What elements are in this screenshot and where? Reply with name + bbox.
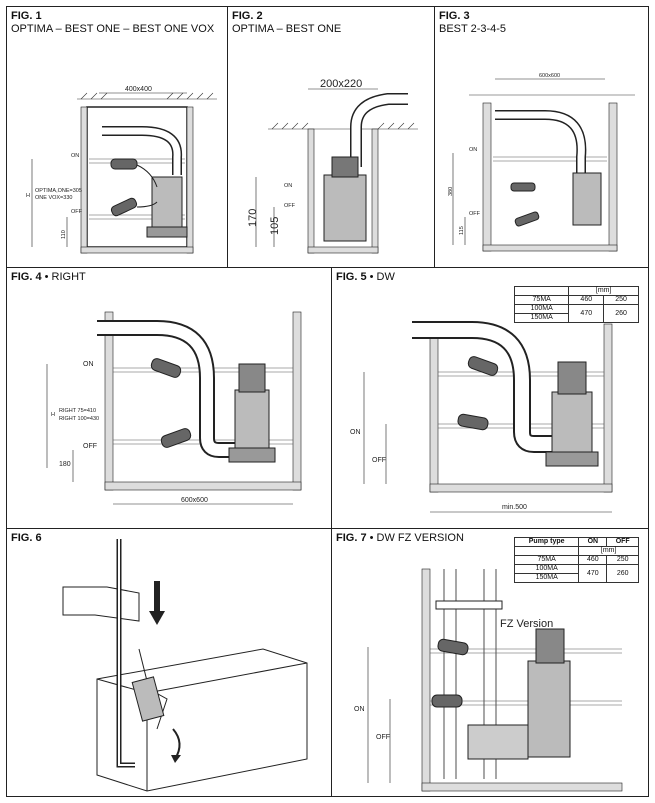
fig4-panel: ON OFF H RIGHT 75=410 RIGHT 100=430 180 … [6, 267, 332, 529]
fig2-caption: FIG. 2 OPTIMA – BEST ONE [232, 10, 341, 36]
fig5-row1-on: 460 [568, 295, 605, 305]
fig3-subtitle: BEST 2-3-4-5 [439, 23, 507, 35]
fig5-row2-off: 260 [603, 304, 639, 323]
fig2-subtitle: OPTIMA – BEST ONE [232, 23, 342, 35]
fig7-row2-off: 260 [606, 564, 639, 583]
fig4-on-label: ON [83, 361, 94, 368]
fig5-row3-type: 150MA [513, 313, 570, 323]
fig2-on-label: ON [284, 183, 292, 189]
fig5-off-label: OFF [372, 457, 386, 464]
fig5-drawing: ON OFF min.500 [350, 321, 613, 513]
fig1-dim-top: 400x400 [125, 86, 152, 93]
fig1-panel: 400x400 ON OFF H OPTIMA,ONE=305 ONE VOX=… [6, 6, 228, 268]
fig3-off-label: OFF [469, 211, 481, 217]
fig1-drawing: 400x400 ON OFF H OPTIMA,ONE=305 ONE VOX=… [26, 86, 217, 254]
fig1-on-label: ON [71, 153, 79, 159]
fig2-off-label: OFF [284, 203, 296, 209]
fig4-dim-low: 180 [59, 461, 71, 468]
fig5-subtitle: • DW [366, 271, 395, 283]
fig2-panel: 200x220 ON OFF 170 105 FIG. 2 OPTIMA – B… [227, 6, 435, 268]
fig5-table-unit: [mm] [568, 286, 639, 296]
fig5-row1-off: 250 [603, 295, 639, 305]
fig3-dim-top: 600x600 [539, 73, 560, 79]
fig7-row2-on: 470 [578, 564, 608, 583]
fig7-th-on: ON [578, 537, 608, 547]
fig1-caption: FIG. 1 OPTIMA – BEST ONE – BEST ONE VOX [11, 10, 214, 36]
fig1-dim-low: 110 [61, 230, 67, 239]
fig2-dim-top: 200x220 [320, 78, 362, 90]
fig5-on-label: ON [350, 429, 361, 436]
fig5-row2-type: 100MA [513, 304, 570, 314]
fig3-on-label: ON [469, 147, 477, 153]
fig4-drawing: ON OFF H RIGHT 75=410 RIGHT 100=430 180 … [46, 311, 302, 505]
fig1-h-line1: OPTIMA,ONE=305 [35, 188, 82, 194]
fig7-number: FIG. 7 [336, 532, 367, 544]
fig3-dim-a: 380 [448, 187, 454, 196]
fig6-caption: FIG. 6 [11, 532, 42, 545]
fig4-number: FIG. 4 [11, 271, 42, 283]
fig7-subtitle: • DW FZ VERSION [366, 532, 464, 544]
fig2-number: FIG. 2 [232, 10, 263, 22]
fig7-caption: FIG. 7 • DW FZ VERSION [336, 532, 464, 545]
fig1-off-label: OFF [71, 209, 83, 215]
fig5-caption: FIG. 5 • DW [336, 271, 395, 284]
fig2-drawing: 200x220 ON OFF 170 105 [247, 78, 418, 254]
fig3-panel: 600x600 ON OFF 380 115 FIG. 3 BEST 2-3-4… [434, 6, 649, 268]
fig1-number: FIG. 1 [11, 10, 42, 22]
fig7-row1-off: 250 [606, 555, 639, 565]
fig3-dim-b: 115 [459, 226, 465, 235]
fig7-row1-on: 460 [578, 555, 608, 565]
fig2-dim-b: 105 [269, 217, 281, 235]
fig3-drawing: 600x600 ON OFF 380 115 [448, 73, 635, 252]
fig5-row2-on: 470 [568, 304, 605, 323]
fig5-number: FIG. 5 [336, 271, 367, 283]
fig7-on-label: ON [354, 706, 365, 713]
fig7-panel: FZ Version ON OFF FIG. 7 • DW FZ VERSION… [331, 528, 649, 797]
fig5-row1-type: 75MA [513, 295, 570, 305]
fig4-h-label: H [51, 412, 55, 418]
fig7-drawing: FZ Version ON OFF [354, 568, 623, 792]
fig7-th-off: OFF [606, 537, 639, 547]
fig7-th-type: Pump type [513, 537, 580, 547]
fig4-dim-bottom: 600x600 [181, 497, 208, 504]
fig3-number: FIG. 3 [439, 10, 470, 22]
fig6-drawing [62, 539, 308, 792]
fig5-dim-bottom: min.500 [502, 504, 527, 511]
fig4-h-line2: RIGHT 100=430 [59, 416, 99, 422]
fig1-h-label: H [26, 193, 30, 199]
fig7-table-blank [513, 546, 580, 556]
fig6-panel: FIG. 6 [6, 528, 332, 797]
fig1-h-line2: ONE VOX=330 [35, 195, 72, 201]
fig7-off-label: OFF [376, 734, 390, 741]
fig4-h-line1: RIGHT 75=410 [59, 408, 96, 414]
fig7-fz-label: FZ Version [500, 618, 553, 630]
fig7-row2-type: 100MA [513, 564, 580, 574]
fig4-subtitle: • RIGHT [41, 271, 86, 283]
fig1-subtitle: OPTIMA – BEST ONE – BEST ONE VOX [11, 23, 215, 35]
fig7-table-unit: [mm] [578, 546, 639, 556]
fig4-caption: FIG. 4 • RIGHT [11, 271, 86, 284]
fig2-dim-a: 170 [247, 209, 259, 227]
fig7-row1-type: 75MA [513, 555, 580, 565]
fig6-number: FIG. 6 [11, 532, 42, 544]
fig4-off-label: OFF [83, 443, 97, 450]
fig7-row3-type: 150MA [513, 573, 580, 583]
fig5-table-blank [513, 286, 570, 296]
fig3-caption: FIG. 3 BEST 2-3-4-5 [439, 10, 506, 36]
